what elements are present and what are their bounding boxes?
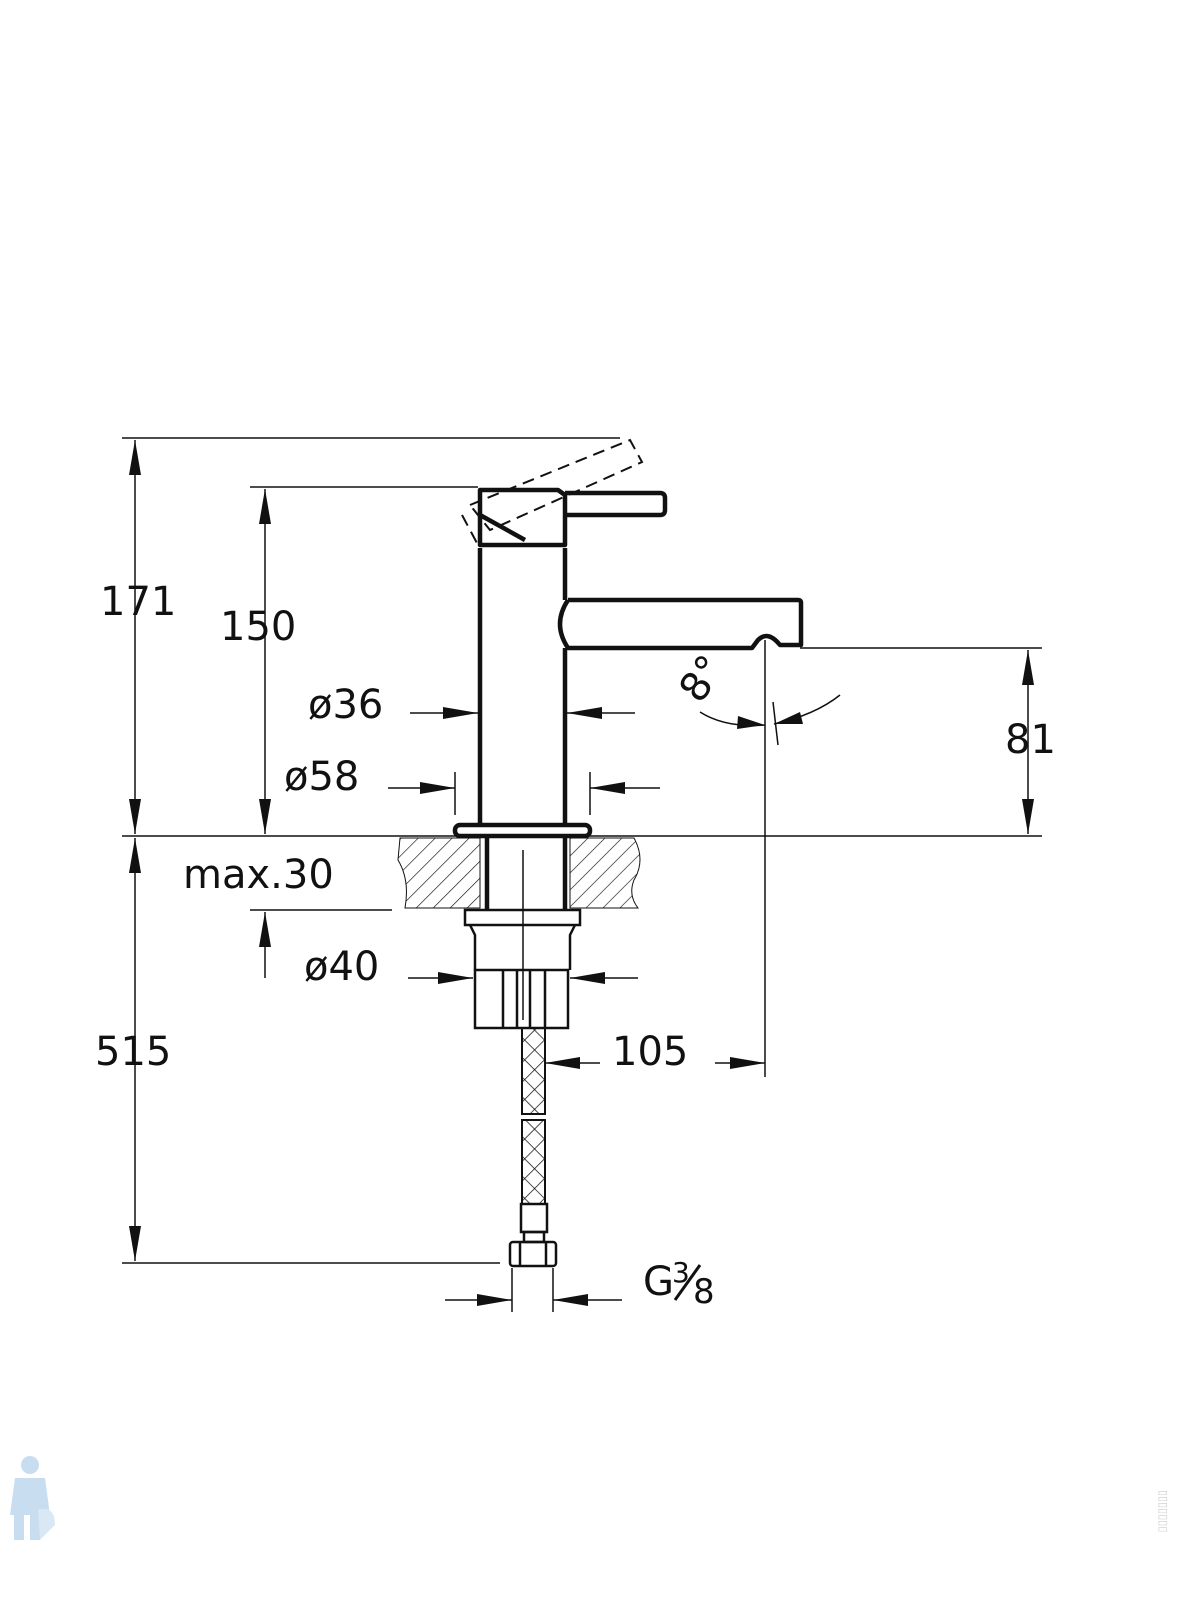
dim-body-height: 150 — [220, 604, 296, 650]
countertop-section — [397, 836, 641, 1030]
watermark: ▯▯▯▯▯▯▯ — [1157, 1490, 1170, 1532]
supply-hose — [508, 1027, 558, 1268]
svg-text:3: 3 — [672, 1256, 690, 1289]
svg-text:G: G — [643, 1259, 674, 1305]
plumber-logo — [10, 1456, 55, 1540]
dim-hose-length: 515 — [95, 1029, 171, 1075]
svg-text:8: 8 — [693, 1272, 715, 1312]
dim-spout-angle: 8° — [671, 647, 735, 711]
dim-connection-thread: G 3 8 — [643, 1256, 715, 1312]
dim-base-diameter: ø58 — [284, 754, 359, 800]
dimension-arrows — [129, 440, 1034, 1306]
dim-max-countertop: max.30 — [183, 852, 334, 898]
dim-spout-reach: 105 — [612, 1029, 688, 1075]
dim-shank-diameter: ø40 — [304, 944, 379, 990]
dim-total-height: 171 — [100, 579, 176, 625]
dim-body-diameter: ø36 — [308, 682, 383, 728]
faucet-body — [452, 438, 804, 839]
dimension-labels: 171 150 ø36 ø58 81 8° max.30 ø40 105 515… — [95, 579, 1056, 1312]
dim-spout-height: 81 — [1005, 717, 1056, 763]
